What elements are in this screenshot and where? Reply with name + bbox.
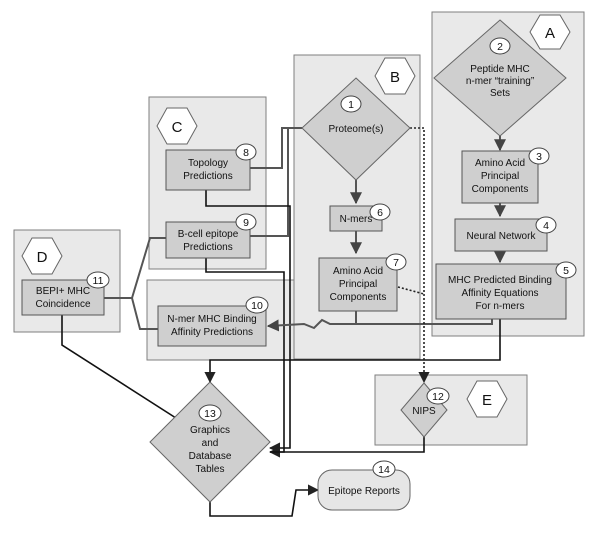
badge-4: 4: [535, 216, 557, 234]
badge-11: 11: [86, 271, 110, 289]
arrow-11-to-13: [61, 314, 191, 428]
badge-4-text: 4: [543, 220, 549, 232]
node-1-proteomes[interactable]: Proteome(s): [301, 77, 411, 181]
panel-e: [374, 374, 528, 446]
node-3-line-2: Principal: [481, 171, 519, 182]
node-8-line-1: Topology: [188, 158, 228, 169]
section-a-hexagon: A: [529, 14, 571, 50]
badge-13-text: 13: [204, 408, 216, 420]
node-13-line-4: Tables: [196, 464, 225, 475]
badge-2-text: 2: [497, 41, 503, 53]
node-3-line-3: Components: [472, 184, 529, 195]
node-6-line-1: N-mers: [340, 214, 373, 225]
badge-10-text: 10: [251, 300, 263, 312]
node-8-topology-predictions[interactable]: Topology Predictions: [165, 149, 251, 191]
node-14-line-1: Epitope Reports: [328, 486, 400, 497]
node-7-amino-acid-pca[interactable]: Amino Acid Principal Components: [318, 257, 398, 312]
node-10-nmer-binding-predictions[interactable]: N-mer MHC Binding Affinity Predictions: [157, 305, 267, 347]
section-c-label: C: [172, 119, 183, 136]
node-2-line-1: Peptide MHC: [470, 64, 529, 75]
section-e-label: E: [482, 392, 492, 409]
node-3-line-1: Amino Acid: [475, 158, 525, 169]
node-4-line-1: Neural Network: [467, 231, 537, 242]
node-7-line-1: Amino Acid: [333, 266, 383, 277]
badge-14: 14: [372, 460, 396, 478]
node-5-line-3: For n-mers: [476, 301, 525, 312]
badge-2: 2: [489, 37, 511, 55]
node-7-line-2: Principal: [339, 279, 377, 290]
badge-1: 1: [340, 95, 362, 113]
node-3-amino-acid-pca[interactable]: Amino Acid Principal Components: [461, 150, 539, 204]
badge-6: 6: [369, 203, 391, 221]
badge-8: 8: [235, 143, 257, 161]
node-5-mhc-binding-equations[interactable]: MHC Predicted Binding Affinity Equations…: [435, 263, 567, 320]
badge-11-text: 11: [93, 275, 104, 287]
node-1-line-1: Proteome(s): [328, 124, 383, 135]
node-13-line-2: and: [202, 438, 219, 449]
badge-3: 3: [528, 147, 550, 165]
section-b-label: B: [390, 69, 400, 86]
badge-5: 5: [555, 261, 577, 279]
node-11-line-1: BEPI+ MHC: [36, 286, 90, 297]
section-d-label: D: [37, 249, 48, 266]
connectors: [61, 127, 506, 517]
badge-7-text: 7: [393, 257, 399, 269]
badge-10: 10: [245, 296, 269, 314]
node-14-epitope-reports[interactable]: Epitope Reports: [317, 469, 411, 511]
badge-12: 12: [426, 387, 450, 405]
section-a-label: A: [545, 25, 555, 42]
badge-9-text: 9: [243, 217, 249, 229]
section-c-hexagon: C: [156, 107, 198, 145]
badge-12-text: 12: [432, 391, 444, 403]
node-13-graphics-database[interactable]: Graphics and Database Tables: [149, 381, 271, 503]
link-1-to-9: [250, 127, 302, 237]
node-12-line-1: NIPS: [412, 406, 436, 417]
badge-13: 13: [198, 404, 222, 422]
arrow-5-to-13: [204, 318, 501, 384]
node-4-neural-network[interactable]: Neural Network: [454, 218, 548, 252]
node-5-line-2: Affinity Equations: [461, 288, 538, 299]
node-7-line-3: Components: [330, 292, 387, 303]
section-b-hexagon: B: [374, 57, 416, 95]
badge-3-text: 3: [536, 151, 542, 163]
badge-9: 9: [235, 213, 257, 231]
badge-14-text: 14: [378, 464, 390, 476]
badge-8-text: 8: [243, 147, 249, 159]
arrow-5-to-10: [266, 318, 493, 332]
node-2-line-2: n-mer “training”: [466, 76, 534, 87]
link-12-to-13: [270, 435, 425, 453]
node-5-line-1: MHC Predicted Binding: [448, 275, 552, 286]
badge-5-text: 5: [563, 265, 569, 277]
node-9-bcell-predictions[interactable]: B-cell epitope Predictions: [165, 221, 251, 259]
badge-6-text: 6: [377, 207, 383, 219]
node-2-line-3: Sets: [490, 88, 510, 99]
section-d-hexagon: D: [21, 237, 63, 275]
node-10-line-2: Affinity Predictions: [171, 327, 253, 338]
node-9-line-2: Predictions: [183, 242, 232, 253]
arrow-13-to-14: [209, 484, 320, 517]
node-10-line-1: N-mer MHC Binding: [167, 314, 256, 325]
section-e-hexagon: E: [466, 380, 508, 418]
node-13-line-1: Graphics: [190, 425, 230, 436]
badge-1-text: 1: [348, 99, 354, 111]
node-9-line-1: B-cell epitope: [178, 229, 239, 240]
node-11-line-2: Coincidence: [35, 299, 90, 310]
node-2-training-sets[interactable]: Peptide MHC n-mer “training” Sets: [433, 19, 567, 137]
node-13-line-3: Database: [189, 451, 232, 462]
dotted-1-to-12: [410, 127, 430, 384]
dotted-7-to-12: [397, 286, 425, 295]
node-8-line-2: Predictions: [183, 171, 232, 182]
link-11-to-10: [104, 297, 158, 330]
badge-7: 7: [385, 253, 407, 271]
